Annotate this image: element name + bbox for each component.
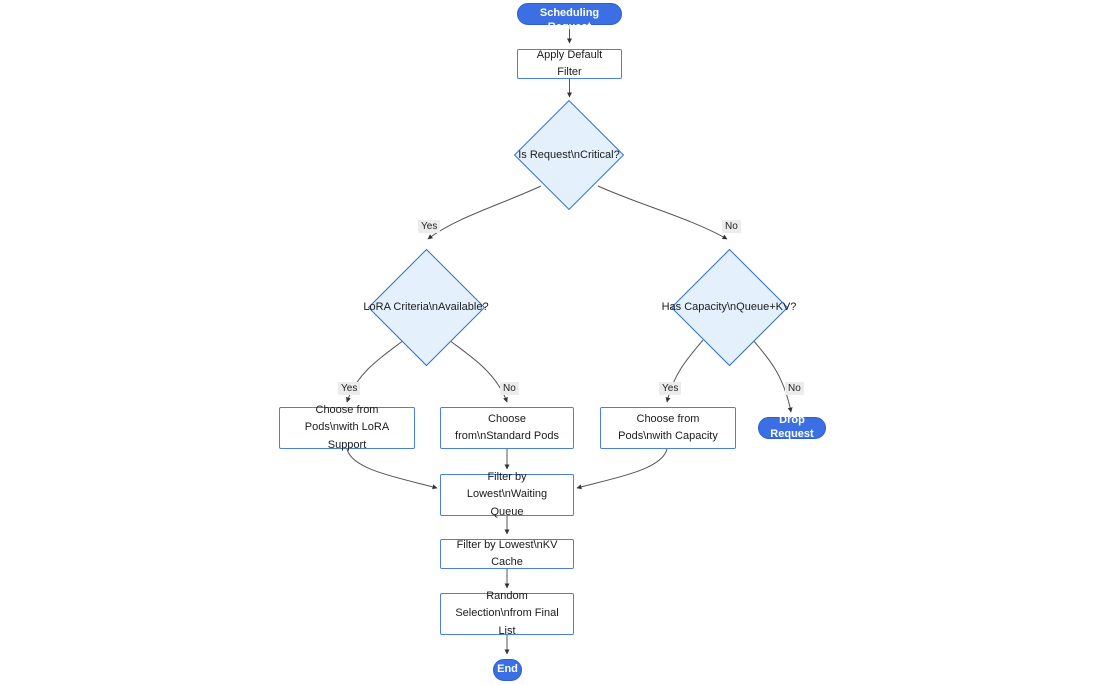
- edge-label-capacity-cappods: Yes: [659, 382, 682, 395]
- node-label: Apply Default Filter: [536, 48, 603, 78]
- node-capacity[interactable]: Has Capacity\nQueue+KV?: [662, 248, 796, 366]
- node-label: Filter by Lowest\nWaiting Queue: [466, 471, 548, 518]
- node-label: Has Capacity\nQueue+KV?: [661, 300, 797, 313]
- node-cappods[interactable]: Choose from Pods\nwith Capacity: [600, 407, 736, 449]
- node-critical[interactable]: Is Request\nCritical?: [510, 99, 628, 211]
- node-waitq[interactable]: Filter by Lowest\nWaiting Queue: [440, 471, 574, 518]
- edge-8: [346, 448, 438, 490]
- node-start[interactable]: Start Scheduling Request: [517, 0, 622, 33]
- edge-label-critical-lora: Yes: [418, 220, 441, 233]
- node-label: Start Scheduling Request: [539, 0, 600, 33]
- node-lora[interactable]: LoRA Criteria\nAvailable?: [363, 248, 489, 366]
- edge-10: [576, 448, 668, 490]
- node-label: Choose from Pods\nwith LoRA Support: [304, 404, 390, 451]
- node-label: Drop Request: [770, 414, 814, 440]
- node-end[interactable]: End: [493, 659, 522, 681]
- node-label: Choose from\nStandard Pods: [455, 412, 559, 442]
- edge-label-capacity-drop: No: [785, 382, 804, 395]
- node-random[interactable]: Random Selection\nfrom Final List: [440, 590, 574, 637]
- node-drop[interactable]: Drop Request: [758, 414, 826, 440]
- node-label: Filter by Lowest\nKV Cache: [456, 538, 558, 568]
- node-lorapods[interactable]: Choose from Pods\nwith LoRA Support: [279, 404, 415, 451]
- node-default[interactable]: Apply Default Filter: [517, 49, 622, 79]
- node-label: End: [497, 663, 518, 676]
- node-standardpods[interactable]: Choose from\nStandard Pods: [440, 407, 574, 449]
- edge-label-critical-capacity: No: [722, 220, 741, 233]
- edge-label-lora-lorapods: Yes: [338, 382, 361, 395]
- node-label: LoRA Criteria\nAvailable?: [363, 300, 489, 313]
- node-label: Is Request\nCritical?: [518, 148, 620, 161]
- node-label: Choose from Pods\nwith Capacity: [618, 412, 718, 442]
- edge-label-lora-standardpods: No: [500, 382, 519, 395]
- node-label: Random Selection\nfrom Final List: [455, 590, 559, 637]
- node-kvcache[interactable]: Filter by Lowest\nKV Cache: [440, 539, 574, 569]
